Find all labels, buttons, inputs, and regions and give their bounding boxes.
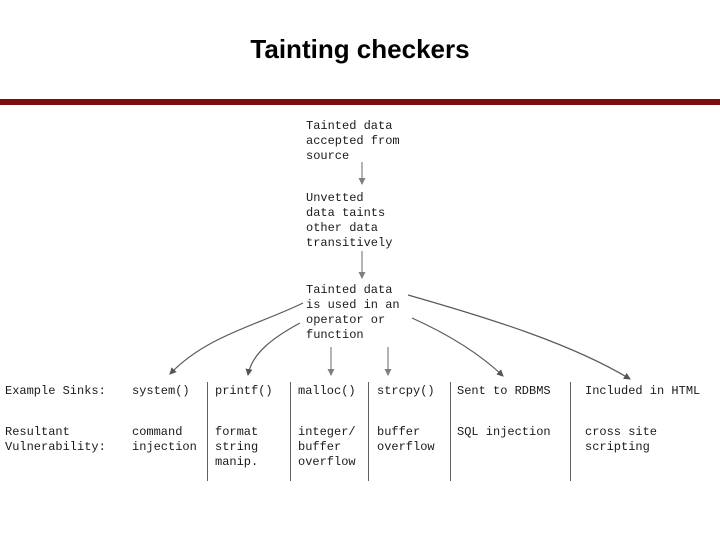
arrow-use-to-html-icon bbox=[407, 294, 631, 380]
title-divider-rule bbox=[0, 99, 720, 105]
vulnerability-buffer-overflow: buffer overflow bbox=[377, 425, 435, 454]
sink-malloc: malloc() bbox=[298, 384, 356, 398]
row-label-example-sinks: Example Sinks: bbox=[5, 384, 106, 398]
column-divider bbox=[207, 382, 208, 481]
arrow-use-to-rdbms-icon bbox=[411, 317, 504, 377]
sink-strcpy: strcpy() bbox=[377, 384, 435, 398]
vulnerability-sql-injection: SQL injection bbox=[457, 425, 551, 439]
sink-rdbms: Sent to RDBMS bbox=[457, 384, 551, 398]
sink-printf: printf() bbox=[215, 384, 273, 398]
vulnerability-command-injection: command injection bbox=[132, 425, 197, 454]
sink-included-in-html: Included in HTML bbox=[585, 384, 701, 398]
sink-system: system() bbox=[132, 384, 190, 398]
column-divider bbox=[570, 382, 571, 481]
arrow-use-to-system-icon bbox=[169, 302, 304, 375]
vulnerability-format-string: format string manip. bbox=[215, 425, 259, 469]
arrow-use-to-printf-icon bbox=[245, 322, 301, 376]
flow-node-source: Tainted data accepted from source bbox=[306, 119, 400, 163]
column-divider bbox=[450, 382, 451, 481]
vulnerability-integer-buffer-overflow: integer/ buffer overflow bbox=[298, 425, 356, 469]
vulnerability-xss: cross site scripting bbox=[585, 425, 658, 454]
page-title: Tainting checkers bbox=[250, 34, 470, 64]
flow-node-use: Tainted data is used in an operator or f… bbox=[306, 283, 400, 342]
row-label-resultant-vulnerability: Resultant Vulnerability: bbox=[5, 425, 106, 454]
column-divider bbox=[368, 382, 369, 481]
column-divider bbox=[290, 382, 291, 481]
flow-node-transitive: Unvetted data taints other data transiti… bbox=[306, 191, 393, 250]
